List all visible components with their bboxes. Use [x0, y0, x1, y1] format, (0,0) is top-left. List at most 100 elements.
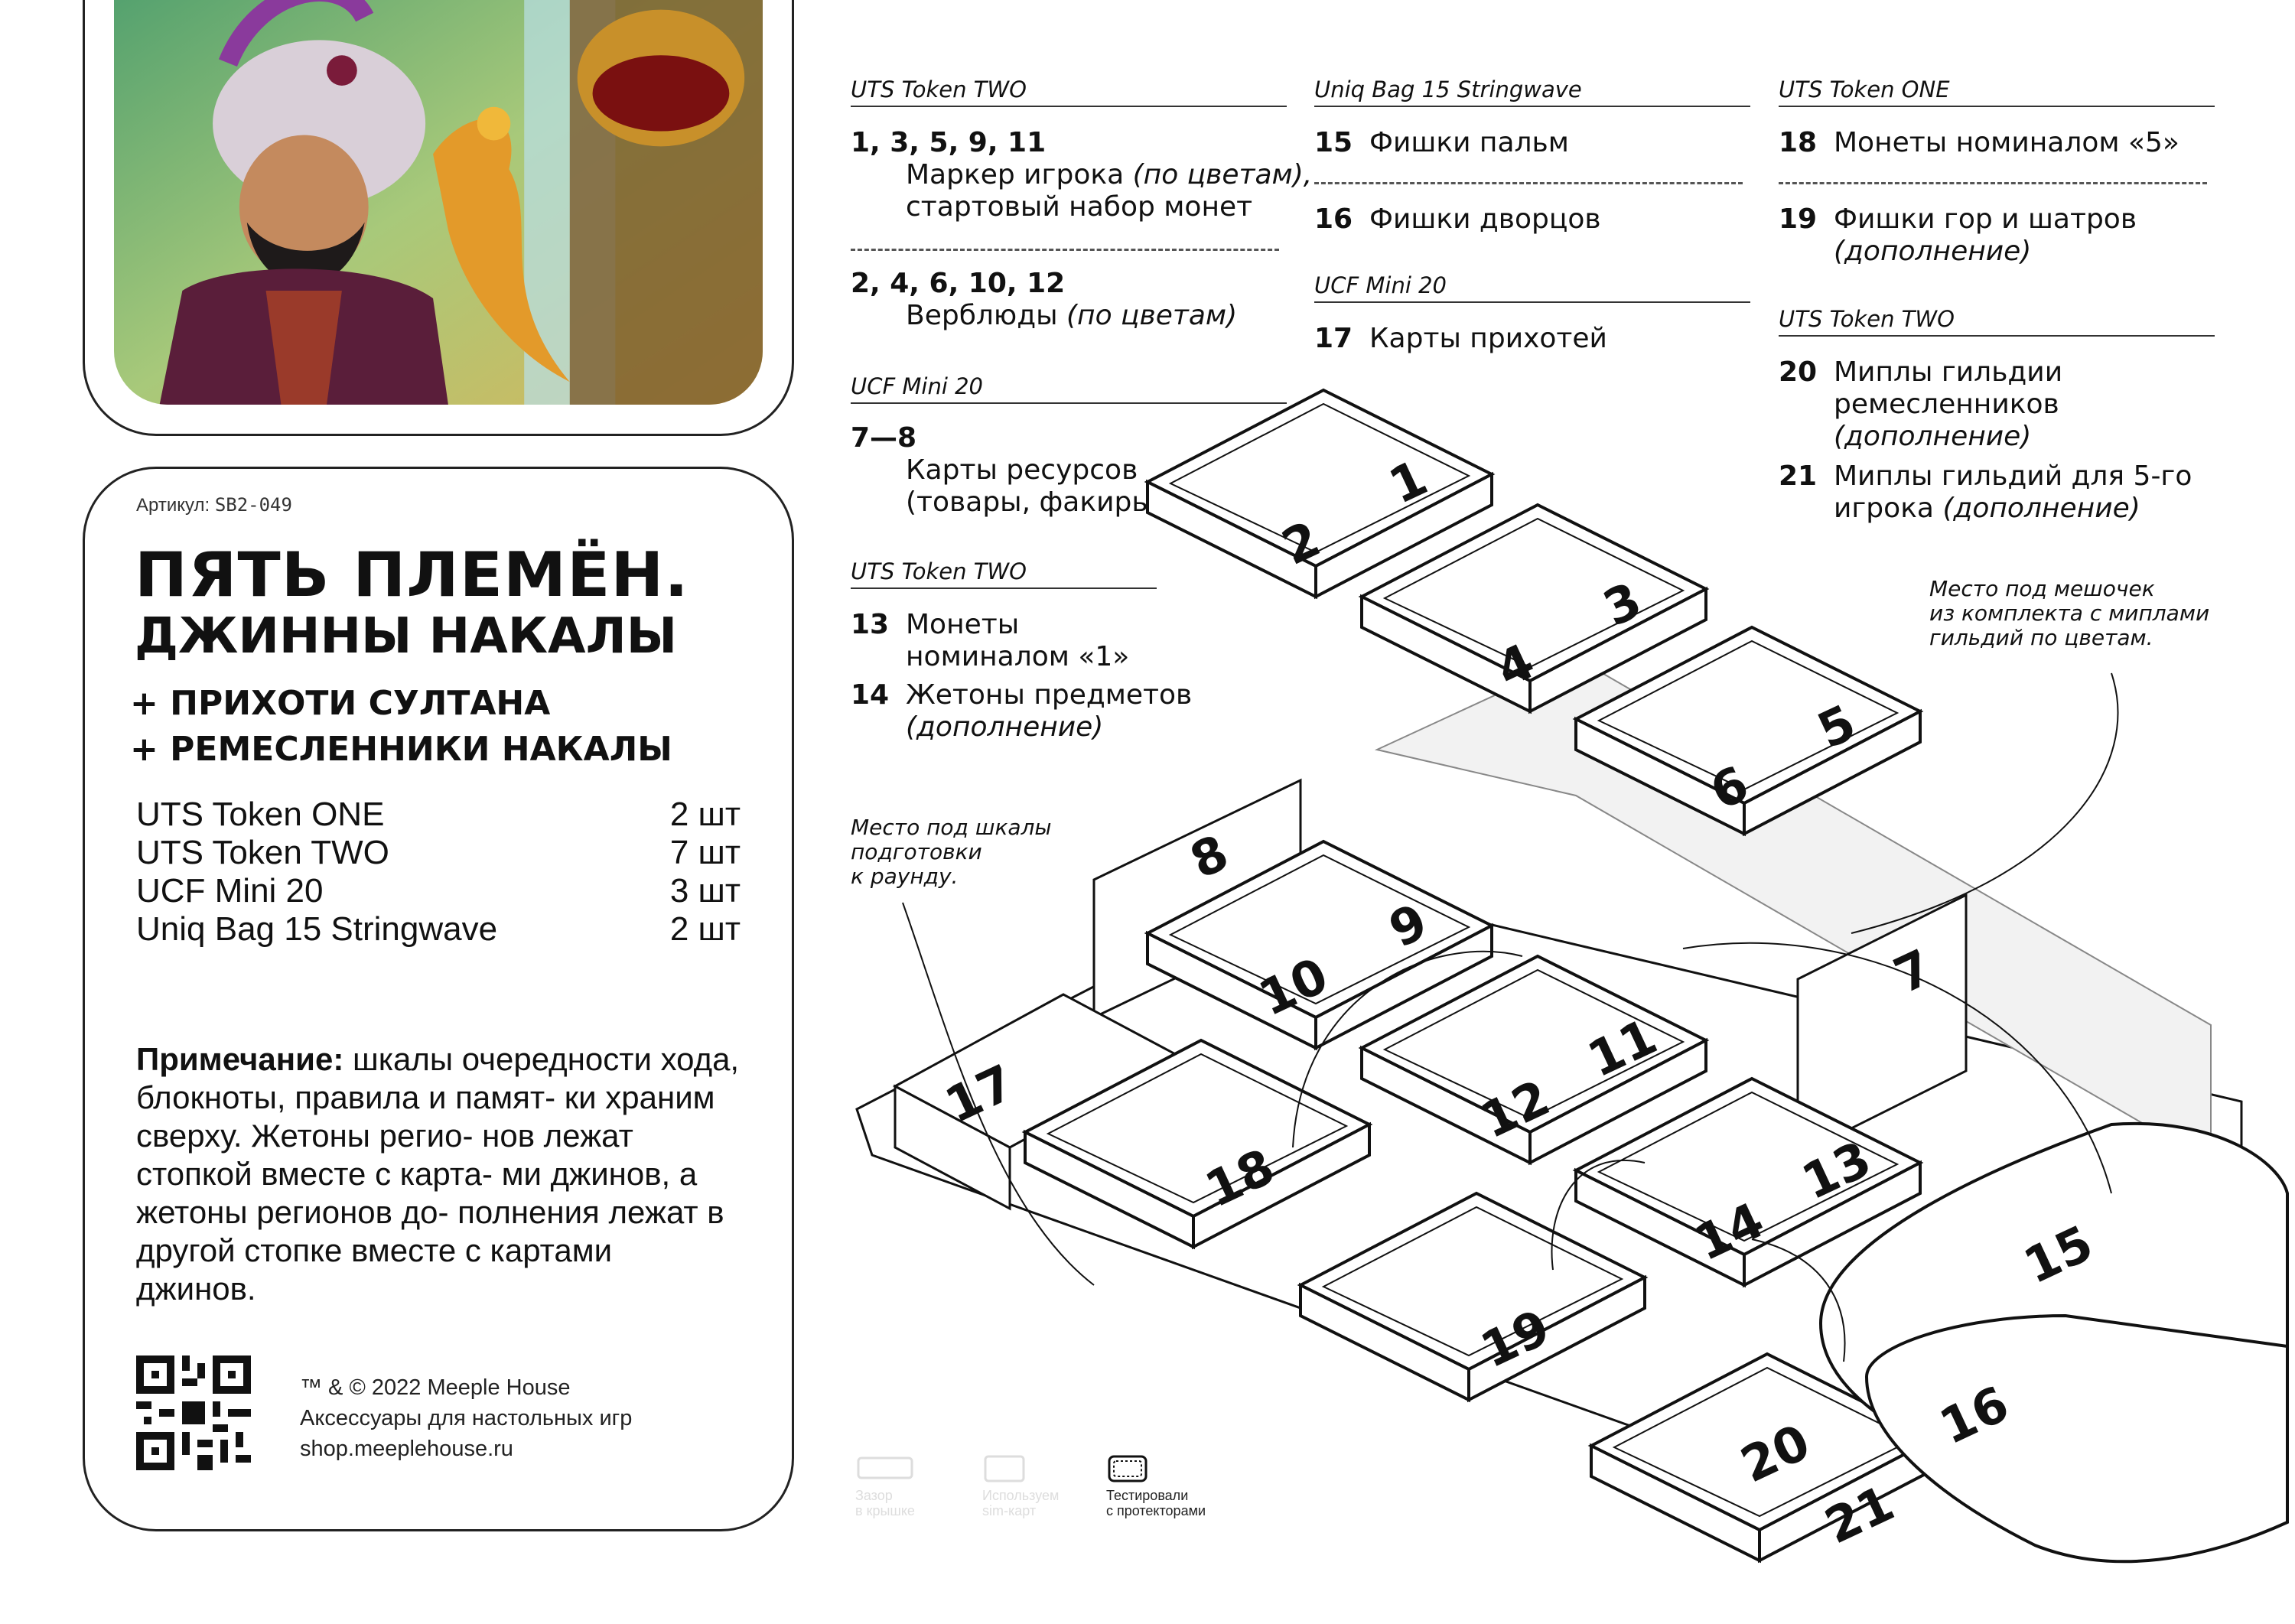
legend-number: 21 — [1779, 461, 1818, 492]
legend-number: 14 — [851, 679, 890, 711]
callout-text: Место под мешочек — [1929, 576, 2155, 601]
legend-heading: UTS Token TWO — [851, 558, 1157, 589]
callout-text: гильдий по цветам. — [1929, 625, 2153, 650]
legend-text: игрока — [1834, 493, 1943, 524]
callout-text: подготовки — [851, 839, 982, 864]
feature-sim: Используем sim-карт — [982, 1453, 1059, 1518]
contents-row: UTS Token ONE 2 шт — [136, 796, 741, 834]
footer: ™ & © 2022 Meeple House Аксессуары для н… — [300, 1372, 632, 1464]
legend-text: Миплы гильдий для 5-го — [1834, 461, 2192, 492]
legend-heading: UTS Token ONE — [1779, 76, 2215, 107]
feature-gap: Зазор в крышке — [855, 1453, 916, 1518]
legend-text: Карты прихотей — [1369, 323, 1607, 354]
bag-callout: Место под мешочек из комплекта с миплами… — [1929, 577, 2209, 650]
legend-text: (по цветам) — [1066, 300, 1238, 331]
article-number: Артикул: SB2-049 — [136, 494, 292, 516]
divider — [1779, 182, 2207, 184]
legend-item: 14 Жетоны предметов (дополнение) — [851, 679, 1192, 744]
bag-16 — [1864, 1313, 2289, 1564]
legend-text: Монеты — [906, 609, 1020, 640]
legend-heading: UCF Mini 20 — [851, 373, 1287, 404]
article-code: SB2-049 — [214, 494, 292, 516]
tagline: Аксессуары для настольных игр — [300, 1406, 633, 1430]
legend-heading: Uniq Bag 15 Stringwave — [1314, 76, 1750, 107]
legend-heading: UTS Token TWO — [851, 76, 1287, 107]
legend-number: 15 — [1314, 127, 1353, 158]
box-artwork — [114, 0, 763, 405]
storage-note: Примечание: шкалы очередности хода, блок… — [136, 1040, 741, 1308]
legend-text: Миплы гильдии — [1834, 356, 2063, 388]
legend-text: (дополнение) — [1942, 493, 2140, 524]
note-label: Примечание: — [136, 1041, 344, 1077]
callout-text: Место под шкалы — [851, 815, 1052, 840]
legend-text: (по цветам), — [1132, 159, 1313, 190]
legend-text: Жетоны предметов — [906, 679, 1193, 711]
legend-text: номиналом «1» — [906, 641, 1130, 672]
contents-list: UTS Token ONE 2 шт UTS Token TWO 7 шт UC… — [136, 796, 741, 949]
artwork-card — [83, 0, 794, 436]
legend-text: стартовый набор монет — [906, 191, 1253, 223]
icon-caption: sim-карт — [982, 1503, 1037, 1518]
legend-text: Монеты номиналом «5» — [1834, 127, 2179, 158]
callout-text: из комплекта с миплами — [1929, 600, 2210, 626]
icon-caption: Используем — [982, 1488, 1060, 1503]
legend-item: 16 Фишки дворцов — [1314, 203, 1601, 236]
icon-caption: Зазор — [855, 1488, 893, 1503]
legend-text: Верблюды — [906, 300, 1066, 331]
card-holder — [1796, 893, 1968, 1157]
legend-item: 13 Монеты номиналом «1» — [851, 609, 1129, 673]
legend-heading: UCF Mini 20 — [1314, 272, 1750, 303]
item-qty: 2 шт — [669, 910, 741, 948]
legend-text: Карты ресурсов — [906, 454, 1138, 486]
divider — [851, 249, 1279, 251]
legend-number: 2, 4, 6, 10, 12 — [851, 268, 1066, 299]
shop-link[interactable]: shop.meeplehouse.ru — [300, 1437, 513, 1461]
feature-sleeves: Тестировали с протекторами — [1106, 1453, 1206, 1518]
lid-gap-icon — [857, 1456, 913, 1479]
legend-text: Маркер игрока — [906, 159, 1133, 190]
legend-number: 19 — [1779, 203, 1818, 235]
legend-number: 20 — [1779, 356, 1818, 388]
item-qty: 7 шт — [669, 834, 741, 871]
item-qty: 2 шт — [669, 796, 741, 833]
legend-number: 1, 3, 5, 9, 11 — [851, 127, 1047, 158]
legend-item: 7—8 Карты ресурсов (товары, факиры) — [851, 422, 1164, 519]
product-title: ПЯТЬ ПЛЕМЁН. — [135, 539, 689, 610]
article-label: Артикул: — [136, 495, 210, 516]
legend-heading: UTS Token TWO — [1779, 306, 2215, 337]
legend-item: 1, 3, 5, 9, 11 Маркер игрока (по цветам)… — [851, 127, 1312, 223]
addon-title-1: + ПРИХОТИ СУЛТАНА — [130, 684, 551, 723]
info-card — [83, 467, 794, 1531]
item-qty: 3 шт — [669, 872, 741, 910]
scale-callout: Место под шкалы подготовки к раунду. — [851, 815, 1052, 889]
item-name: UTS Token ONE — [136, 796, 385, 833]
legend-text: (дополнение) — [906, 711, 1104, 743]
product-title-line2: ДЖИННЫ НАКАЛЫ — [135, 608, 678, 665]
legend-text: Фишки дворцов — [1369, 203, 1601, 235]
card-holder — [894, 1084, 1011, 1211]
legend-number: 13 — [851, 609, 890, 640]
legend-text: (дополнение) — [1834, 236, 2032, 267]
addon-title-2: + РЕМЕСЛЕННИКИ НАКАЛЫ — [130, 730, 672, 769]
qr-code-icon[interactable] — [136, 1356, 251, 1470]
organizer-box — [1299, 1192, 1646, 1401]
icon-caption: в крышке — [855, 1503, 915, 1518]
copyright: ™ & © 2022 Meeple House — [300, 1375, 571, 1400]
legend-text: Фишки пальм — [1369, 127, 1569, 158]
item-name: Uniq Bag 15 Stringwave — [136, 910, 498, 948]
legend-text: Фишки гор и шатров — [1834, 203, 2137, 235]
icon-caption: Тестировали — [1106, 1488, 1189, 1503]
legend-item: 19 Фишки гор и шатров (дополнение) — [1779, 203, 2137, 268]
legend-number: 16 — [1314, 203, 1353, 235]
note-text: шкалы очередности хода, блокноты, правил… — [136, 1041, 740, 1307]
legend-text: (товары, факиры) — [906, 487, 1164, 518]
callout-text: к раунду. — [851, 864, 959, 889]
icon-caption: с протекторами — [1106, 1503, 1206, 1518]
sim-card-icon — [984, 1455, 1025, 1482]
legend-item: 21 Миплы гильдий для 5-го игрока (дополне… — [1779, 461, 2192, 525]
item-name: UTS Token TWO — [136, 834, 389, 871]
divider — [1314, 182, 1743, 184]
